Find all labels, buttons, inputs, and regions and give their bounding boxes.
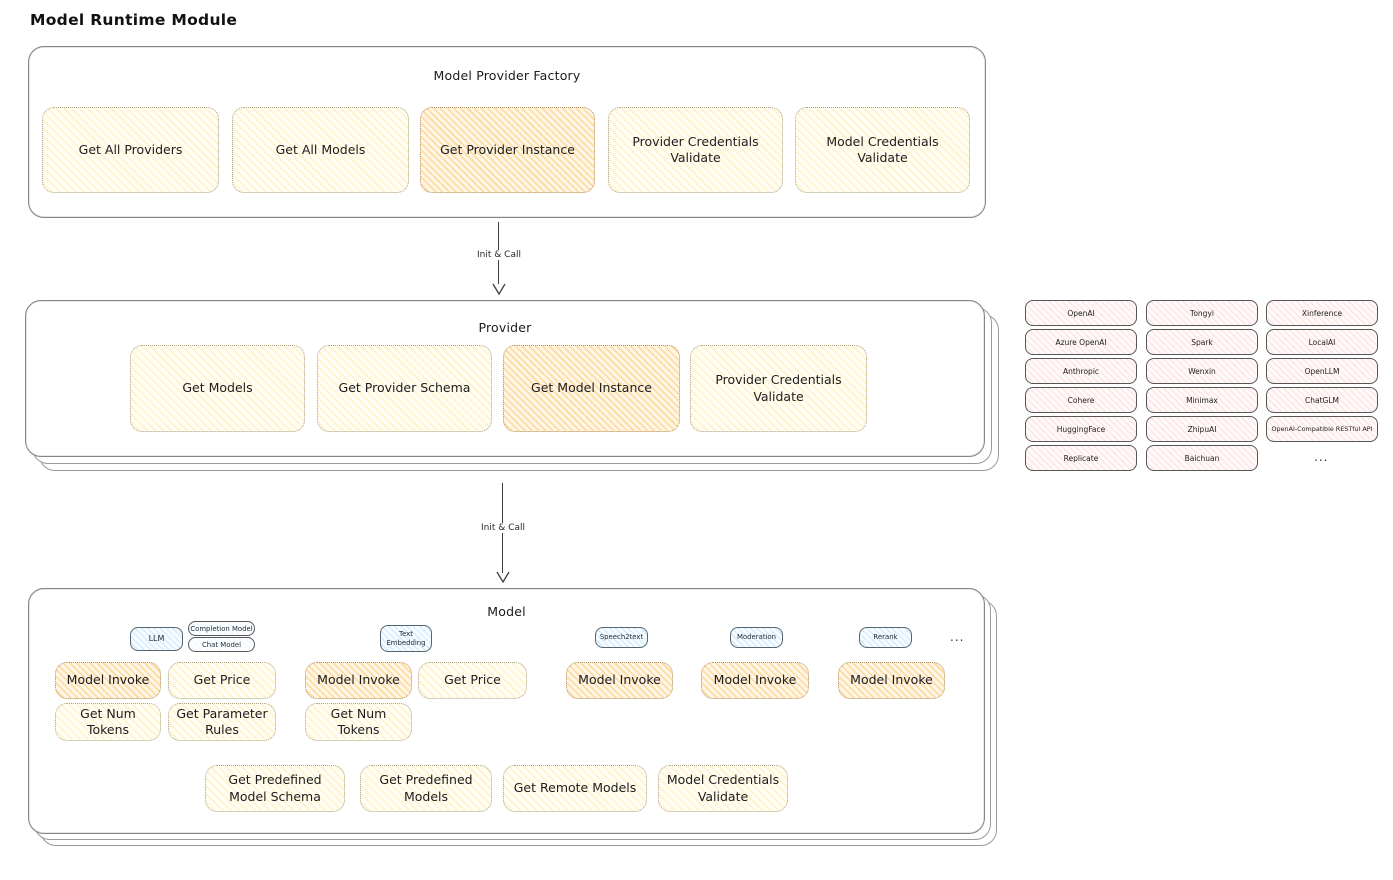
- text-embedding-get-price: Get Price: [418, 662, 527, 699]
- factory-method-provider-credentials-validate: Provider Credentials Validate: [608, 107, 783, 193]
- text-embedding-model-invoke: Model Invoke: [305, 662, 412, 699]
- llm-get-num-tokens: Get Num Tokens: [55, 703, 161, 741]
- factory-title: Model Provider Factory: [433, 68, 581, 83]
- provider-pill-anthropic: Anthropic: [1025, 358, 1137, 384]
- provider-list-ellipsis: ...: [1314, 450, 1329, 464]
- provider-pill-baichuan: Baichuan: [1146, 445, 1258, 471]
- provider-method-provider-credentials-validate: Provider Credentials Validate: [690, 345, 867, 432]
- arrow-head-icon: [496, 571, 510, 583]
- provider-pill-openai-compatible-restful-api: OpenAI-Compatible RESTful API: [1266, 416, 1378, 442]
- provider-pill-azure-openai: Azure OpenAI: [1025, 329, 1137, 355]
- model-get-predefined-models: Get Predefined Models: [360, 765, 492, 812]
- provider-method-get-provider-schema: Get Provider Schema: [317, 345, 492, 432]
- model-get-predefined-model-schema: Get Predefined Model Schema: [205, 765, 345, 812]
- provider-title: Provider: [478, 320, 532, 335]
- provider-pill-wenxin: Wenxin: [1146, 358, 1258, 384]
- arrow-label-init-call-2: Init & Call: [477, 523, 529, 533]
- factory-method-model-credentials-validate: Model Credentials Validate: [795, 107, 970, 193]
- provider-pill-xinference: Xinference: [1266, 300, 1378, 326]
- model-type-badge-completion-model: Completion Model: [188, 621, 255, 636]
- provider-pill-huggingface: HuggingFace: [1025, 416, 1137, 442]
- model-type-badge-chat-model: Chat Model: [188, 637, 255, 652]
- model-get-remote-models: Get Remote Models: [503, 765, 647, 812]
- moderation-model-invoke: Model Invoke: [701, 662, 809, 699]
- text-embedding-get-num-tokens: Get Num Tokens: [305, 703, 412, 741]
- provider-pill-minimax: Minimax: [1146, 387, 1258, 413]
- model-title: Model: [487, 604, 526, 619]
- rerank-model-invoke: Model Invoke: [838, 662, 945, 699]
- factory-method-get-all-models: Get All Models: [232, 107, 409, 193]
- provider-pill-openllm: OpenLLM: [1266, 358, 1378, 384]
- provider-method-get-models: Get Models: [130, 345, 305, 432]
- provider-pill-localai: LocalAI: [1266, 329, 1378, 355]
- speech2text-model-invoke: Model Invoke: [566, 662, 673, 699]
- provider-pill-zhipuai: ZhipuAI: [1146, 416, 1258, 442]
- page-title: Model Runtime Module: [30, 11, 238, 29]
- provider-pill-openai: OpenAI: [1025, 300, 1137, 326]
- model-type-badge-speech2text: Speech2text: [595, 627, 648, 648]
- model-credentials-validate: Model Credentials Validate: [658, 765, 788, 812]
- llm-model-invoke: Model Invoke: [55, 662, 161, 699]
- factory-method-get-provider-instance: Get Provider Instance: [420, 107, 595, 193]
- provider-pill-tongyi: Tongyi: [1146, 300, 1258, 326]
- model-type-badge-rerank: Rerank: [859, 627, 912, 648]
- llm-get-parameter-rules: Get Parameter Rules: [168, 703, 276, 741]
- model-type-badge-llm: LLM: [130, 627, 183, 651]
- llm-get-price: Get Price: [168, 662, 276, 699]
- factory-method-get-all-providers: Get All Providers: [42, 107, 219, 193]
- provider-pill-replicate: Replicate: [1025, 445, 1137, 471]
- provider-pill-cohere: Cohere: [1025, 387, 1137, 413]
- model-type-badge-moderation: Moderation: [730, 627, 783, 648]
- arrow-head-icon: [492, 283, 506, 295]
- provider-pill-chatglm: ChatGLM: [1266, 387, 1378, 413]
- model-type-ellipsis: ...: [950, 630, 965, 644]
- provider-pill-spark: Spark: [1146, 329, 1258, 355]
- arrow-label-init-call-1: Init & Call: [473, 250, 525, 260]
- provider-method-get-model-instance: Get Model Instance: [503, 345, 680, 432]
- model-type-badge-text-embedding: Text Embedding: [380, 625, 432, 652]
